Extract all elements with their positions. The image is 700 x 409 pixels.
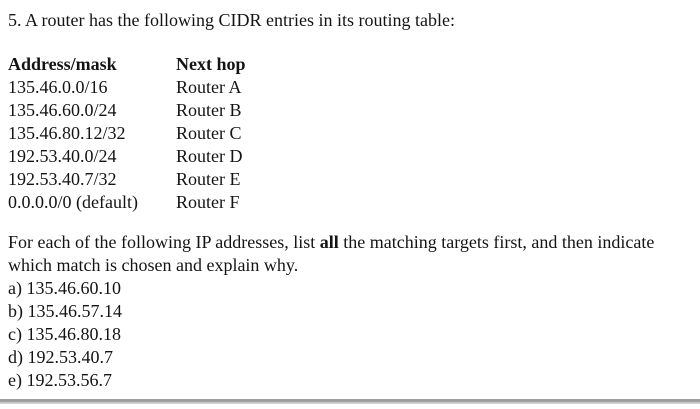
prompt-text-line2: which match is chosen and explain why. xyxy=(8,255,299,275)
address-mask-cell: 135.46.60.0/24 xyxy=(8,100,117,120)
prompt-text-before-bold: For each of the following IP addresses, … xyxy=(8,232,320,252)
next-hop-cell: Router C xyxy=(176,123,242,143)
address-mask-cell: 135.46.0.0/16 xyxy=(8,77,108,97)
next-hop-cell: Router F xyxy=(176,192,240,212)
ip-list-item-b: b) 135.46.57.14 xyxy=(8,301,122,321)
table-header-next-hop: Next hop xyxy=(176,54,246,74)
next-hop-cell: Router D xyxy=(176,146,243,166)
question-document: 5. A router has the following CIDR entri… xyxy=(8,10,692,392)
table-row: 0.0.0.0/0 (default) Router F xyxy=(8,191,692,214)
ip-list-item-e: e) 192.53.56.7 xyxy=(8,370,112,390)
prompt-paragraph: For each of the following IP addresses, … xyxy=(8,231,692,277)
table-row: 192.53.40.7/32 Router E xyxy=(8,168,692,191)
table-row: 135.46.80.12/32 Router C xyxy=(8,122,692,145)
next-hop-cell: Router E xyxy=(176,169,241,189)
address-mask-cell: 192.53.40.0/24 xyxy=(8,146,117,166)
question-title: 5. A router has the following CIDR entri… xyxy=(8,10,455,30)
address-mask-cell: 192.53.40.7/32 xyxy=(8,169,117,189)
table-header-row: Address/mask Next hop xyxy=(8,53,692,76)
address-mask-cell: 135.46.80.12/32 xyxy=(8,123,126,143)
prompt-bold-all: all xyxy=(319,232,339,252)
ip-list-item-d: d) 192.53.40.7 xyxy=(8,347,113,367)
ip-address-list: a) 135.46.60.10 b) 135.46.57.14 c) 135.4… xyxy=(8,277,692,392)
ip-list-item-a: a) 135.46.60.10 xyxy=(8,278,121,298)
next-hop-cell: Router A xyxy=(176,77,242,97)
table-row: 135.46.60.0/24 Router B xyxy=(8,99,692,122)
table-row: 135.46.0.0/16 Router A xyxy=(8,76,692,99)
next-hop-cell: Router B xyxy=(176,100,242,120)
ip-list-item-c: c) 135.46.80.18 xyxy=(8,324,121,344)
bottom-divider xyxy=(0,399,700,404)
address-mask-cell: 0.0.0.0/0 (default) xyxy=(8,192,138,212)
routing-table: Address/mask Next hop 135.46.0.0/16 Rout… xyxy=(8,53,692,214)
table-header-address-mask: Address/mask xyxy=(8,54,117,74)
table-row: 192.53.40.0/24 Router D xyxy=(8,145,692,168)
prompt-text-after-bold: the matching targets first, and then ind… xyxy=(338,232,655,252)
